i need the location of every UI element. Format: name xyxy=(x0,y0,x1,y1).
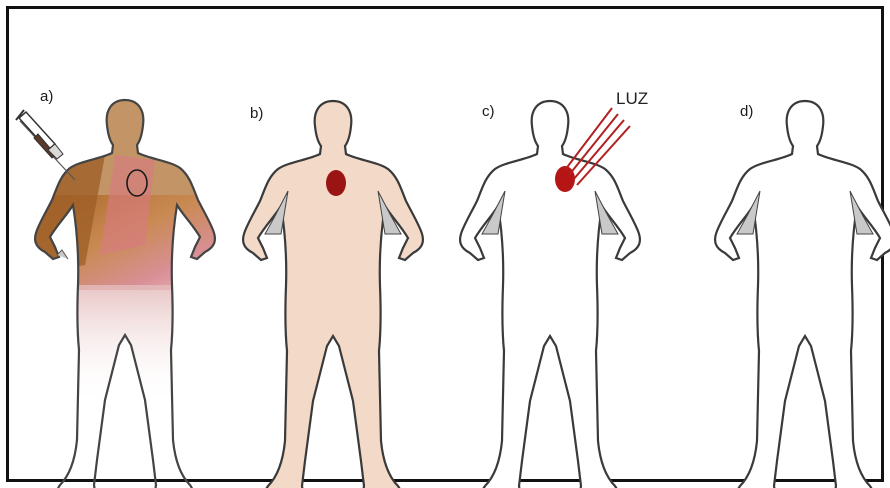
panel-label-a: a) xyxy=(40,88,53,105)
lesion-spot xyxy=(326,170,346,196)
panel-label-d: d) xyxy=(740,103,753,120)
panel-label-b: b) xyxy=(250,105,263,122)
syringe-icon xyxy=(16,110,75,180)
figure-d xyxy=(715,101,890,488)
figure-c xyxy=(460,101,640,488)
panel-label-c: c) xyxy=(482,103,495,120)
figure-b xyxy=(243,101,423,488)
light-label: LUZ xyxy=(616,89,648,108)
